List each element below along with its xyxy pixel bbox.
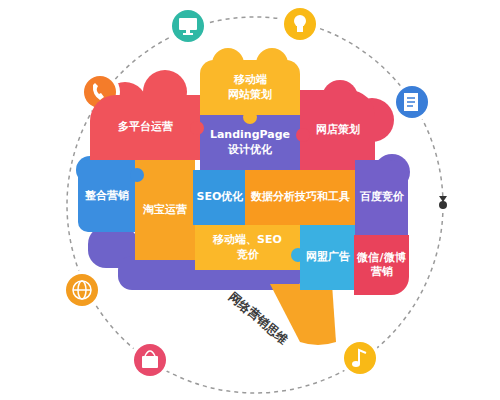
dashed-ring (67, 17, 443, 393)
puzzle-tab (296, 128, 310, 142)
puzzle-piece: 移动端、SEO 竞价 (195, 225, 300, 270)
puzzle-tab (243, 110, 257, 124)
icon-music (340, 338, 380, 378)
piece-label: SEO优化 (197, 190, 244, 204)
puzzle-tab (291, 248, 305, 262)
piece-label: 多平台运营 (118, 120, 173, 134)
piece-label: 百度竞价 (360, 190, 404, 204)
puzzle-tab (190, 121, 204, 135)
puzzle-piece: 百度竞价 (355, 160, 408, 235)
ring-arrow (439, 196, 447, 209)
piece-label: 整合营销 (85, 189, 129, 203)
puzzle-piece: 淘宝运营 (135, 160, 195, 260)
puzzle-piece: 网盟广告 (300, 225, 355, 290)
piece-label: LandingPage 设计优化 (206, 128, 294, 157)
puzzle-piece: 数据分析技巧和工具 (245, 170, 355, 225)
puzzle-tab (130, 168, 144, 182)
piece-label: 网店策划 (316, 123, 360, 137)
icon-document (392, 82, 432, 122)
icon-monitor (168, 6, 208, 46)
piece-label: 淘宝运营 (143, 203, 187, 217)
icon-bulb (280, 4, 320, 44)
icon-bag (130, 340, 170, 380)
piece-label: 微信/微博 营销 (357, 251, 406, 280)
puzzle-piece: 网店策划 (300, 90, 375, 170)
puzzle-piece: 整合营销 (78, 160, 135, 232)
puzzle-piece: 微信/微博 营销 (354, 235, 409, 295)
piece-label: 数据分析技巧和工具 (251, 190, 350, 204)
puzzle-piece: SEO优化 (193, 170, 248, 225)
piece-label: 网盟广告 (306, 250, 350, 264)
piece-label: 移动端、SEO 竞价 (208, 233, 288, 262)
piece-label: 移动端 网站策划 (219, 73, 281, 102)
icon-globe (62, 270, 102, 310)
puzzle-piece: 移动端 网站策划 (200, 60, 300, 115)
puzzle-piece: 多平台运营 (90, 95, 200, 160)
